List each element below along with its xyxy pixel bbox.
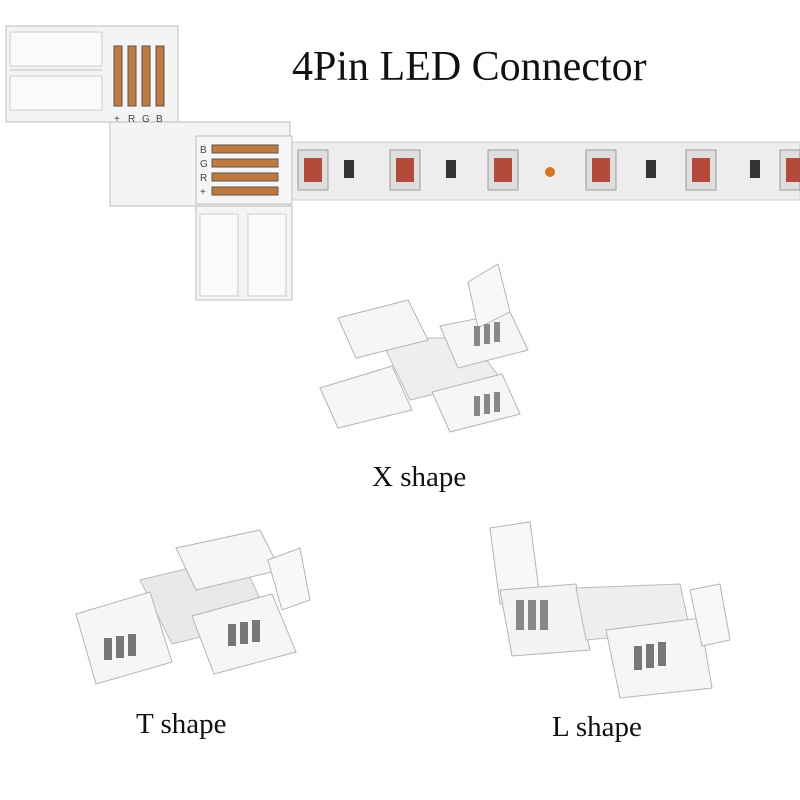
pin-label: G [142, 114, 150, 125]
l-shape-connector [489, 521, 731, 699]
resistor [646, 160, 656, 178]
caption-t-shape: T shape [136, 708, 227, 740]
pin-label: R [128, 114, 135, 125]
pin-contacts [474, 322, 500, 416]
page-title: 4Pin LED Connector [292, 44, 647, 90]
resistor [750, 160, 760, 178]
side-connector: B G R + [195, 135, 293, 301]
pin-contacts [104, 620, 260, 660]
side-pin-labels: B G R + [200, 145, 208, 198]
caption-x-shape: X shape [372, 461, 467, 493]
cut-mark [545, 167, 555, 177]
pin-contacts [113, 45, 165, 107]
led-chip [779, 149, 800, 191]
led-chip [685, 149, 717, 191]
caption-l-shape: L shape [552, 711, 642, 743]
pin-contacts [211, 144, 279, 196]
top-pin-labels: + R G B [114, 114, 163, 125]
pin-label: B [200, 145, 207, 156]
led-chip [487, 149, 519, 191]
pin-label: G [200, 159, 208, 170]
led-strip [289, 141, 800, 201]
pin-contacts [516, 600, 666, 670]
pin-label: R [200, 173, 207, 184]
pin-label: + [200, 187, 206, 198]
resistor [446, 160, 456, 178]
pin-label: + [114, 114, 120, 125]
resistor [344, 160, 354, 178]
pin-label: B [156, 114, 163, 125]
x-shape-connector [319, 263, 529, 433]
t-shape-connector [75, 529, 311, 685]
led-chip [585, 149, 617, 191]
led-chip [297, 149, 329, 191]
led-chip [389, 149, 421, 191]
